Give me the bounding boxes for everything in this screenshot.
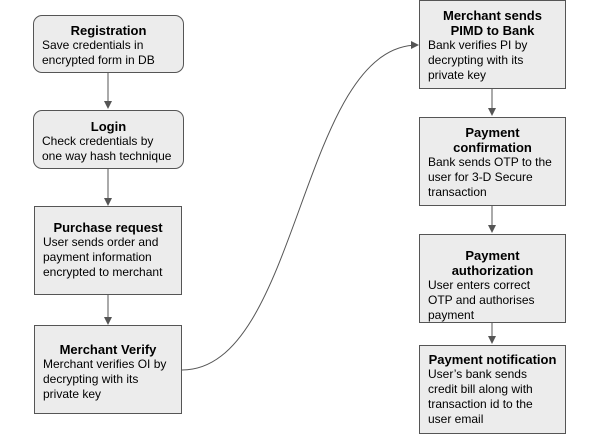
step-title: Merchant sends PIMD to Bank xyxy=(443,8,542,38)
step-title: Purchase request xyxy=(53,220,163,235)
merchant-sends-pimd-step: Merchant sends PIMD to Bank Bank verifie… xyxy=(419,0,566,89)
purchase-request-step: Purchase request User sends order and pa… xyxy=(34,206,182,295)
step-title: Payment confirmation xyxy=(453,125,532,155)
step-description: User sends order and payment information… xyxy=(43,235,163,279)
step-description: Bank verifies PI by decrypting with its … xyxy=(428,38,528,82)
payment-authorization-step: Payment authorization User enters correc… xyxy=(419,234,566,323)
arrow-verify-to-pimd xyxy=(181,41,419,371)
step-title: Merchant Verify xyxy=(59,342,157,357)
step-description: User enters correct OTP and authorises p… xyxy=(428,278,535,322)
step-description: Merchant verifies OI by decrypting with … xyxy=(43,357,167,401)
step-description: User’s bank sends credit bill along with… xyxy=(428,367,533,426)
login-step: Login Check credentials by one way hash … xyxy=(33,110,184,169)
merchant-verify-step: Merchant Verify Merchant verifies OI by … xyxy=(34,325,182,414)
step-title: Registration xyxy=(70,23,147,38)
step-title: Payment notification xyxy=(428,352,557,367)
payment-notification-step: Payment notification User’s bank sends c… xyxy=(419,345,566,434)
step-title: Payment authorization xyxy=(451,248,534,278)
registration-step: Registration Save credentials in encrypt… xyxy=(33,15,184,73)
step-description: Bank sends OTP to the user for 3-D Secur… xyxy=(428,155,552,199)
step-description: Save credentials in encrypted form in DB xyxy=(42,38,155,67)
step-title: Login xyxy=(90,119,127,134)
payment-confirmation-step: Payment confirmation Bank sends OTP to t… xyxy=(419,117,566,206)
step-description: Check credentials by one way hash techni… xyxy=(42,134,172,163)
